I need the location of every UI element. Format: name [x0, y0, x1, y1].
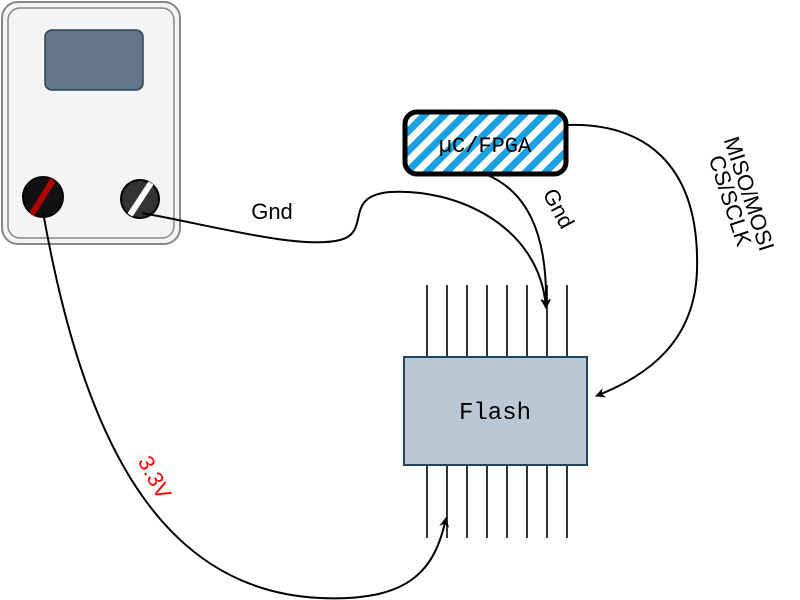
flash-chip[interactable]: Flash: [403, 356, 588, 466]
bench-power-supply: [1, 1, 181, 245]
label-power-3v3: 3.3V: [133, 452, 176, 504]
flash-label: Flash: [459, 400, 531, 427]
positive-terminal-icon[interactable]: [22, 176, 64, 218]
wire-power-3v3: [42, 211, 450, 600]
wire-mcu-gnd: [484, 173, 552, 309]
supply-display: [44, 29, 144, 91]
mcu-fpga-block[interactable]: µC/FPGA: [402, 109, 569, 177]
flash-pins-bottom: [426, 465, 568, 538]
wire-spi-bus: [565, 123, 699, 398]
wire-supply-gnd: [141, 190, 551, 309]
label-supply-gnd: Gnd: [251, 199, 293, 224]
mcu-label: µC/FPGA: [439, 134, 532, 159]
flash-body: [403, 356, 588, 466]
label-mcu-gnd: Gnd: [538, 184, 580, 232]
negative-terminal-icon[interactable]: [120, 179, 160, 219]
